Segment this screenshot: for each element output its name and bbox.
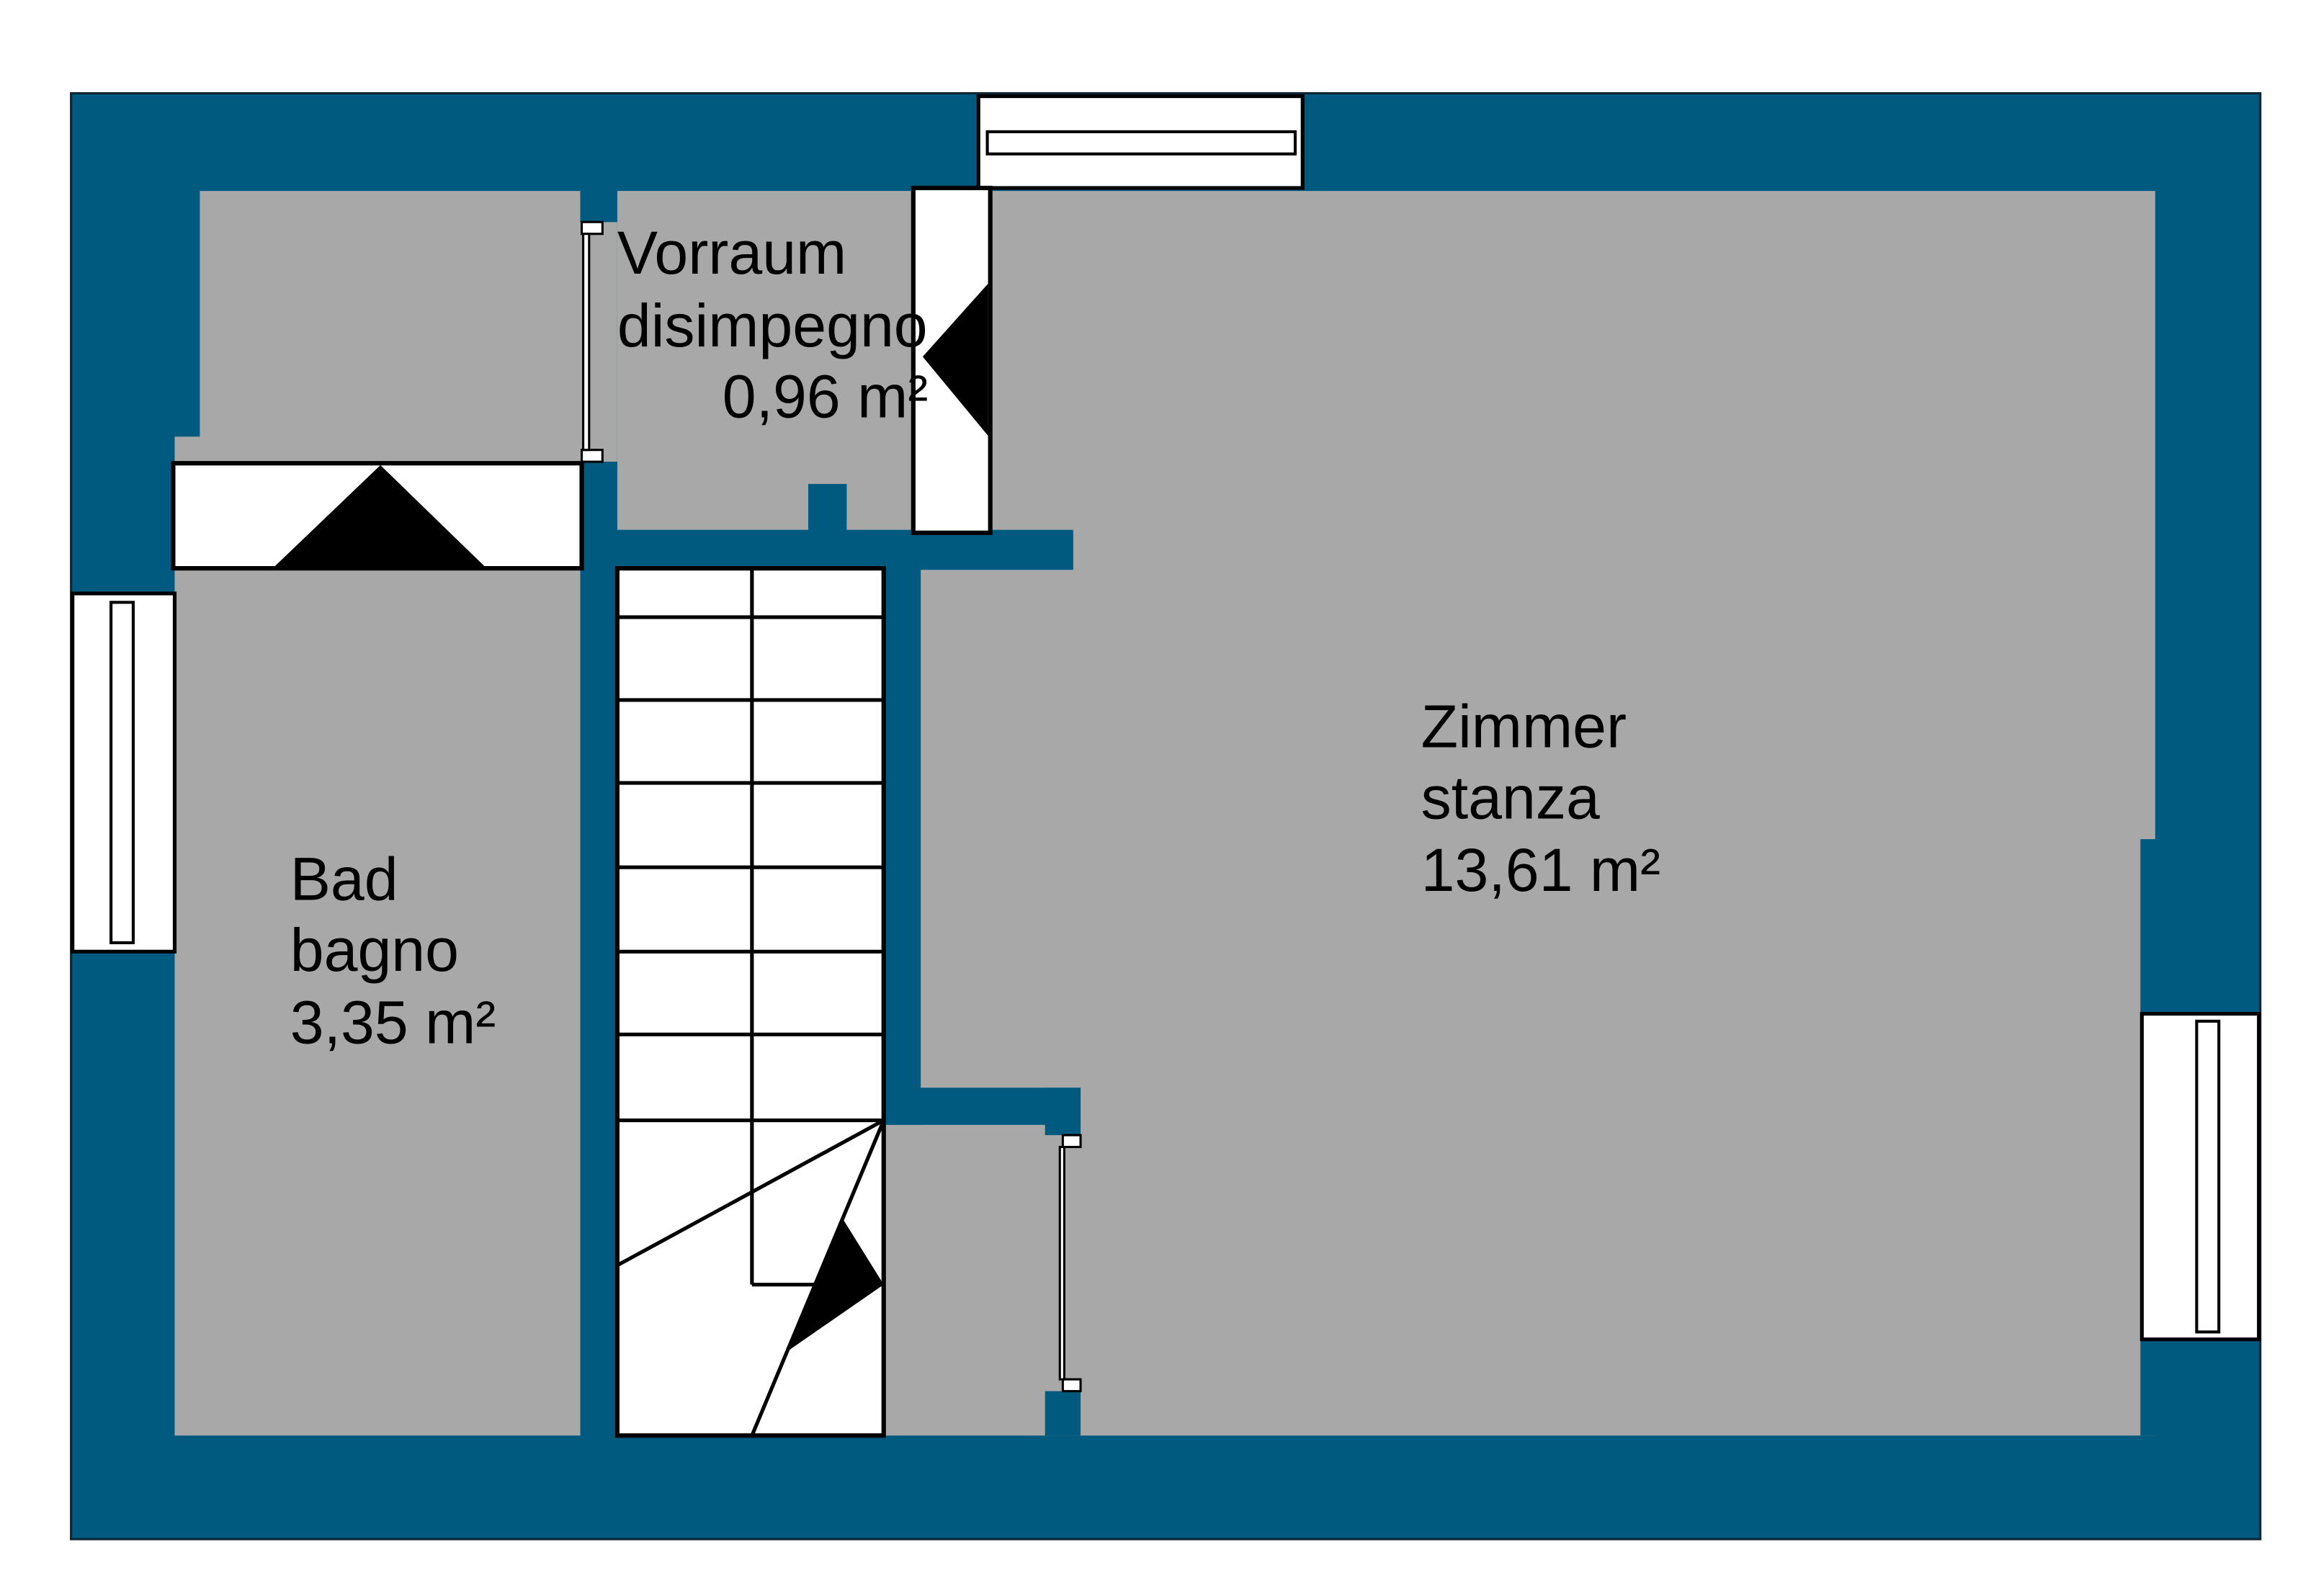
stair-direction-arrow-icon xyxy=(787,1218,884,1352)
wall-stair-right xyxy=(883,568,921,1125)
wall-stub-lower xyxy=(1045,1391,1081,1436)
window-right xyxy=(2139,1012,2261,1342)
door-direction-arrow-icon xyxy=(922,283,988,436)
opening-jamb-top xyxy=(581,220,604,236)
room-labels: Vorraum disimpegno 0,96 m² Bad bagno 3,3… xyxy=(290,219,1660,1057)
room-area: 0,96 m² xyxy=(723,362,929,430)
room-name-it: bagno xyxy=(290,916,459,984)
window-pane xyxy=(2195,1019,2221,1334)
room-name-it: disimpegno xyxy=(617,292,928,359)
floor-unlabeled-room xyxy=(174,191,581,464)
floor-zimmer xyxy=(921,191,2155,1436)
wall-stub-upper xyxy=(1045,1088,1081,1136)
room-name-de: Zimmer xyxy=(1421,693,1627,761)
wall-stair-left xyxy=(580,462,617,1436)
floor-vorraum xyxy=(617,191,913,533)
room-area: 3,35 m² xyxy=(290,989,496,1057)
wall-stub-vorraum-top xyxy=(580,191,617,223)
window-pane xyxy=(109,601,135,945)
window-pane xyxy=(985,130,1297,156)
floor-bad xyxy=(174,568,581,1436)
room-name-de: Vorraum xyxy=(617,219,846,287)
staircase xyxy=(614,566,886,1438)
floor-nook xyxy=(883,1124,1081,1436)
room-label-vorraum: Vorraum disimpegno 0,96 m² xyxy=(617,219,944,430)
stair-winder xyxy=(616,1118,885,1268)
floors xyxy=(174,191,2155,1436)
opening-leaf xyxy=(1058,1145,1065,1381)
opening-jamb-top xyxy=(1061,1134,1082,1149)
room-name-de: Bad xyxy=(290,845,398,913)
window-top xyxy=(976,94,1305,190)
opening-jamb-bottom xyxy=(1061,1378,1082,1393)
openings xyxy=(71,94,2261,1393)
room-label-zimmer: Zimmer stanza 13,61 m² xyxy=(1421,693,1660,904)
line-work xyxy=(71,94,2261,1438)
room-name-it: stanza xyxy=(1421,763,1600,831)
wall-pillar xyxy=(808,483,847,533)
room-area: 13,61 m² xyxy=(1421,836,1660,904)
door-direction-arrow-icon xyxy=(273,465,486,568)
door-vorraum-zimmer xyxy=(911,185,993,535)
window-left xyxy=(71,591,177,954)
opening-jamb-bottom xyxy=(581,449,604,463)
opening-vorraum-left xyxy=(581,220,604,463)
opening-nook-zimmer xyxy=(1058,1134,1082,1393)
wall-vorraum-bottom xyxy=(617,529,1073,570)
opening-leaf xyxy=(582,233,591,452)
room-label-bad: Bad bagno 3,35 m² xyxy=(290,845,496,1056)
door-bad xyxy=(171,461,584,571)
